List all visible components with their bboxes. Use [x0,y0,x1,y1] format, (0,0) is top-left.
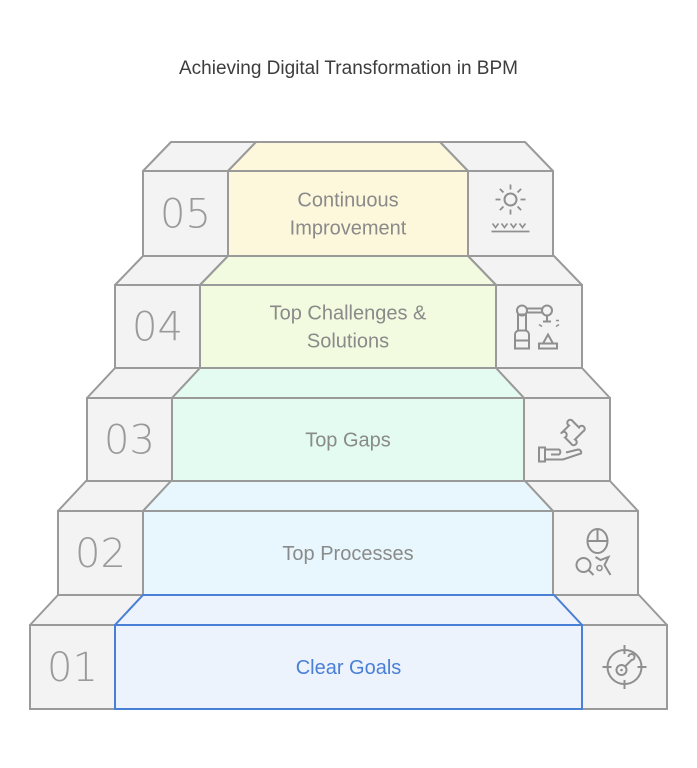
step-number: 03 [104,418,155,464]
sun-growth-icon [491,184,530,233]
step-number: 02 [75,531,126,577]
puzzle-hand-icon [538,418,586,463]
step-label: Top Processes [282,543,413,565]
step-01: 01 Clear Goals [29,594,668,710]
step-number: 01 [47,645,98,691]
diagram-title: Achieving Digital Transformation in BPM [179,58,518,79]
step-03: 03 Top Gaps [86,367,611,482]
step-02: 02 Top Processes [57,480,639,596]
robot-arm-icon [514,304,560,350]
step-number: 04 [132,305,183,351]
step-number: 05 [160,192,211,238]
target-key-icon [602,645,647,689]
step-label: Clear Goals [296,657,402,679]
step-label: Top Gaps [305,430,391,452]
step-label: Top Challenges &Solutions [270,303,427,353]
step-04: 04 Top Challenges &Solutions [114,255,583,369]
process-search-icon [575,528,612,576]
